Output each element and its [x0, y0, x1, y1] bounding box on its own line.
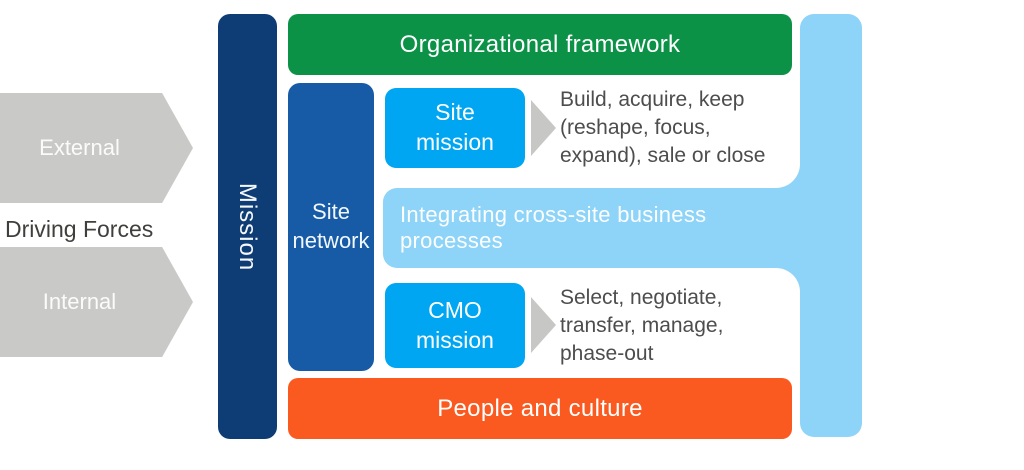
cmo-mission-label: CMO mission: [416, 296, 494, 353]
cmo-mission-description: Select, negotiate, transfer, manage, pha…: [560, 285, 724, 365]
people-culture-label: People and culture: [437, 394, 643, 422]
external-label: External: [39, 135, 120, 160]
people-culture-bar: People and culture: [288, 378, 792, 439]
mission-label: Mission: [234, 182, 262, 271]
site-mission-box: Site mission: [385, 88, 525, 168]
internal-arrow-shape: Internal: [0, 247, 193, 357]
site-network-box: Site network: [288, 83, 374, 371]
organizational-framework-bar: Organizational framework: [288, 14, 792, 75]
mission-bar: Mission: [218, 14, 277, 439]
organizational-framework-label: Organizational framework: [399, 30, 681, 58]
external-arrow-shape: External: [0, 93, 193, 203]
integration-band: Integrating cross-site business processe…: [383, 188, 813, 268]
integration-label: Integrating cross-site business processe…: [400, 202, 707, 253]
site-mission-label: Site mission: [416, 99, 494, 155]
arrow-right-icon: [531, 100, 556, 156]
arrow-right-icon: [531, 297, 556, 353]
site-mission-description: Build, acquire, keep (reshape, focus, ex…: [560, 88, 766, 167]
internal-label: Internal: [42, 289, 117, 314]
driving-forces-title: Driving Forces: [5, 216, 154, 242]
site-network-label: Site network: [292, 199, 370, 253]
cmo-mission-box: CMO mission: [385, 283, 525, 368]
